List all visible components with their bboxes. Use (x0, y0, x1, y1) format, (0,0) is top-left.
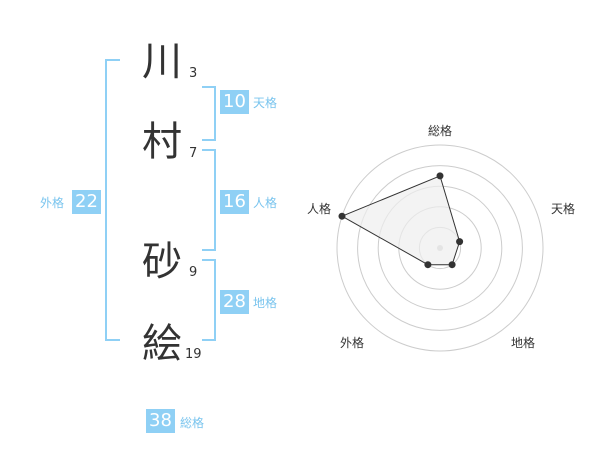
name-char-3: 砂 (142, 239, 182, 285)
radar-axis-label-jinkaku: 人格 (307, 202, 332, 216)
radar-ring (357, 165, 523, 331)
radar-axis-label-chikaku: 地格 (511, 336, 536, 350)
chikaku-bracket (202, 259, 216, 341)
jinkaku-label: 人格 (253, 196, 278, 210)
radar-point-4 (338, 212, 346, 220)
jinkaku-bracket (202, 149, 216, 251)
soukaku-label: 総格 (180, 416, 205, 430)
radar-ring (336, 144, 544, 352)
radar-point-1 (456, 238, 464, 246)
soukaku-value-badge: 38 (146, 409, 175, 433)
name-char-2-strokes: 7 (189, 146, 198, 161)
tenkaku-label: 天格 (253, 96, 278, 110)
name-char-4: 絵 (142, 321, 182, 367)
tenkaku-value-badge: 10 (220, 90, 249, 114)
chikaku-label: 地格 (253, 296, 278, 310)
jinkaku-value-badge: 16 (220, 190, 249, 214)
radar-axis-label-gaikaku: 外格 (340, 336, 365, 350)
radar-point-0 (436, 172, 444, 180)
name-char-4-strokes: 19 (185, 347, 202, 362)
name-char-2: 村 (142, 119, 182, 165)
name-char-1-strokes: 3 (189, 66, 198, 81)
name-char-1: 川 (142, 39, 182, 85)
radar-axis-label-soukaku: 総格 (428, 124, 453, 138)
tenkaku-bracket (202, 86, 216, 141)
chikaku-value-badge: 28 (220, 290, 249, 314)
name-char-3-strokes: 9 (189, 265, 198, 280)
radar-point-2 (448, 261, 456, 269)
radar-series-polygon (340, 175, 461, 266)
gaikaku-value-badge: 22 (72, 190, 101, 214)
radar-point-3 (424, 261, 432, 269)
gaikaku-bracket (105, 59, 120, 341)
radar-axis-label-tenkaku: 天格 (551, 202, 576, 216)
gaikaku-label: 外格 (40, 196, 65, 210)
